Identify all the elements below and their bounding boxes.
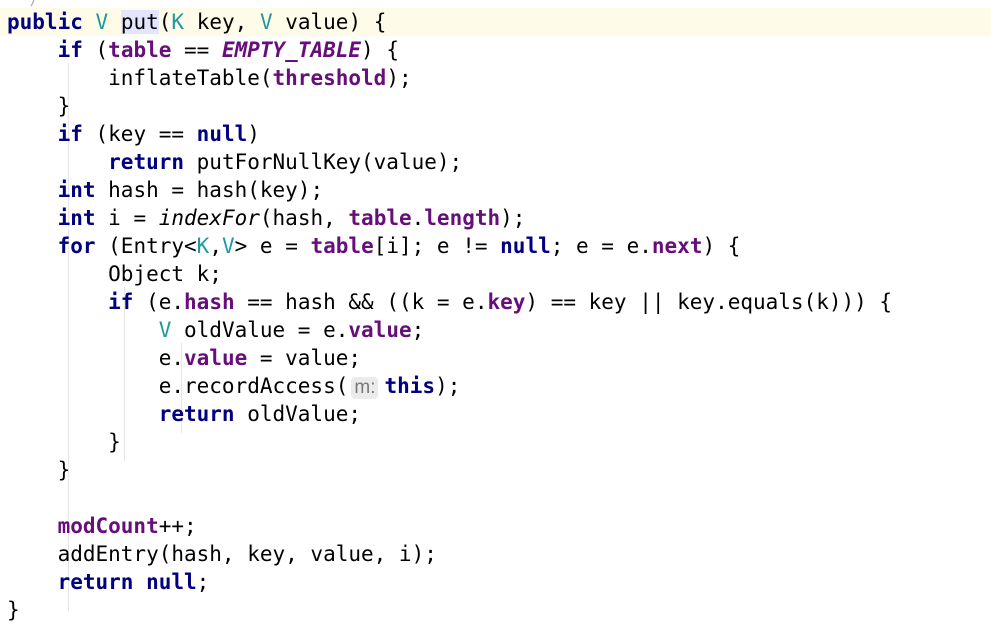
code-line[interactable]: int hash = hash(key);: [57, 178, 324, 202]
code-line[interactable]: if (key == null): [57, 122, 260, 146]
code-line[interactable]: e.value = value;: [7, 346, 362, 370]
code-line[interactable]: return oldValue;: [158, 402, 362, 426]
indent-guide: [181, 343, 182, 433]
code-line[interactable]: return null;: [57, 570, 210, 594]
indent-guide: [124, 287, 125, 462]
code-line[interactable]: }: [7, 94, 71, 118]
code-line[interactable]: modCount++;: [57, 514, 197, 538]
code-line[interactable]: Object k;: [7, 262, 222, 286]
code-line[interactable]: }: [7, 458, 71, 482]
indent-guide: [68, 63, 69, 611]
code-line[interactable]: V oldValue = e.value;: [158, 318, 425, 342]
indent-guide: [68, 63, 69, 93]
code-line[interactable]: }: [7, 598, 20, 622]
code-line[interactable]: public V put(K key, V value) {: [0, 8, 991, 36]
code-line[interactable]: return putForNullKey(value);: [108, 150, 463, 174]
code-line[interactable]: if (e.hash == hash && ((k = e.key) == ke…: [108, 290, 893, 314]
caret-word-highlight: put: [120, 10, 159, 34]
parameter-hint: m:: [351, 377, 379, 399]
code-line[interactable]: if (table == EMPTY_TABLE) {: [57, 38, 399, 62]
code-line[interactable]: inflateTable(threshold);: [7, 66, 412, 90]
code-line[interactable]: int i = indexFor(hash, table.length);: [57, 206, 526, 230]
code-line[interactable]: e.recordAccess(m:this);: [7, 374, 461, 399]
code-line[interactable]: addEntry(hash, key, value, i);: [7, 542, 437, 566]
fold-marker: /: [30, 0, 38, 8]
code-line[interactable]: for (Entry<K,V> e = table[i]; e != null;…: [57, 234, 741, 258]
code-line[interactable]: }: [7, 430, 121, 454]
